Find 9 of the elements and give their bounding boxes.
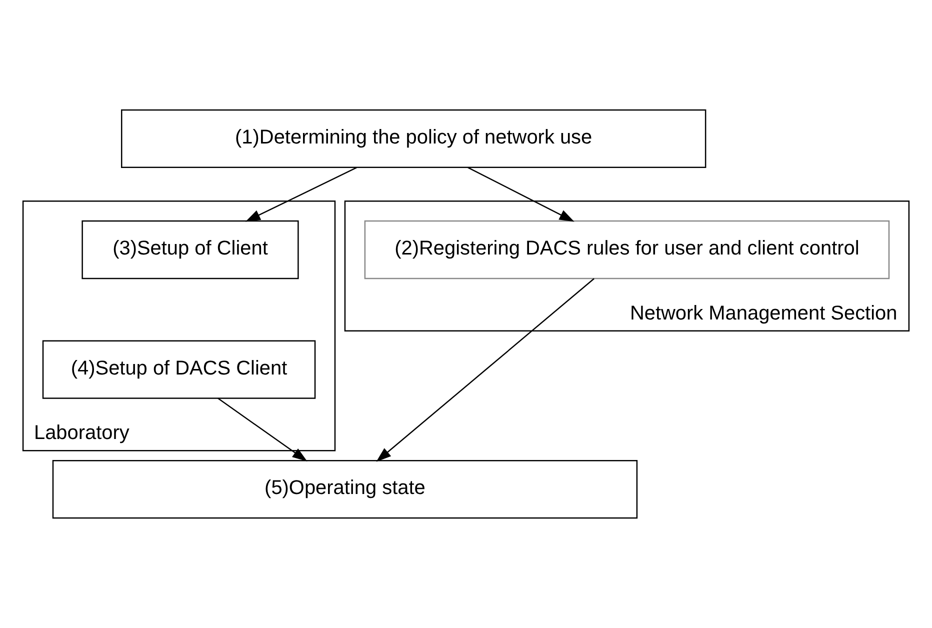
node-box: (3)Setup of Client xyxy=(82,220,299,280)
node-box: (5)Operating state xyxy=(52,460,638,519)
arrow xyxy=(245,167,357,222)
node-box: (1)Determining the policy of network use xyxy=(121,109,706,168)
arrow xyxy=(218,398,308,462)
arrow xyxy=(376,278,594,462)
node-box: (4)Setup of DACS Client xyxy=(42,340,316,399)
arrow xyxy=(468,167,574,222)
node-box: (2)Registering DACS rules for user and client control xyxy=(364,220,890,280)
